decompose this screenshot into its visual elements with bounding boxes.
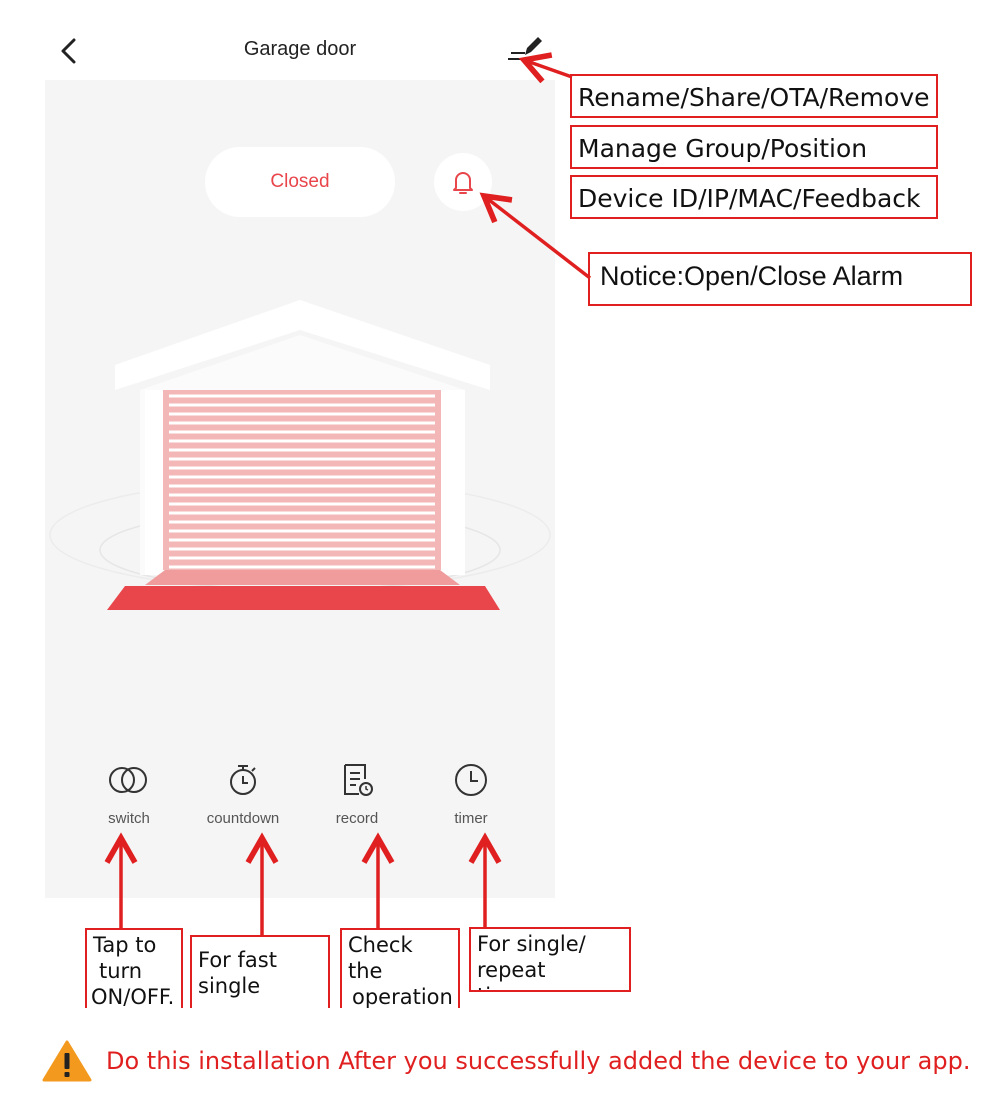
annotation-switch-line: Tap to [93,933,157,957]
warning-icon [42,1040,92,1082]
switch-icon [109,767,147,793]
switch-label: switch [108,810,150,827]
garage-illustration [49,300,551,610]
annotation-timer-line: repeat timers. [477,958,551,990]
back-icon[interactable] [58,38,80,64]
annotation-countdown-line: single [198,974,261,998]
stopwatch-icon [230,765,256,795]
record-icon [344,764,373,796]
annotation-switch-line: ON/OFF. [91,985,175,1008]
warning-text: Do this installation After you successfu… [106,1047,971,1075]
annotation-switch: Tap to turn ON/OFF. [85,928,183,1008]
annotation-record: Check the operation records [340,928,460,1008]
annotation-switch-line: turn [99,959,143,983]
annotation-edit-device: Device ID/IP/MAC/Feedback [570,175,938,219]
record-label: record [335,810,379,827]
annotation-edit-group: Manage Group/Position [570,125,938,169]
countdown-control[interactable]: countdown [188,762,298,827]
timer-control[interactable]: timer [416,762,526,827]
annotation-notice: Notice:Open/Close Alarm [588,252,972,306]
edit-icon[interactable] [505,33,543,65]
status-badge: Closed [205,147,395,217]
annotation-timer: For single/ repeat timers. [469,927,631,992]
page-title: Garage door [243,38,357,60]
annotation-countdown: For fast single [190,935,330,1008]
annotation-timer-line: For single/ [477,932,586,956]
annotation-record-line: operation [352,985,453,1008]
clock-icon [455,764,487,796]
countdown-label: countdown [206,810,280,827]
annotation-record-line: Check the [348,933,413,983]
timer-label: timer [454,810,488,827]
switch-control[interactable]: switch [74,762,184,827]
annotation-countdown-line: For fast [198,948,277,972]
bell-icon [453,172,473,194]
alarm-button[interactable] [434,153,492,211]
warning-banner: Do this installation After you successfu… [42,1040,970,1082]
record-control[interactable]: record [302,762,412,827]
annotation-edit-rename: Rename/Share/OTA/Remove [570,74,938,118]
